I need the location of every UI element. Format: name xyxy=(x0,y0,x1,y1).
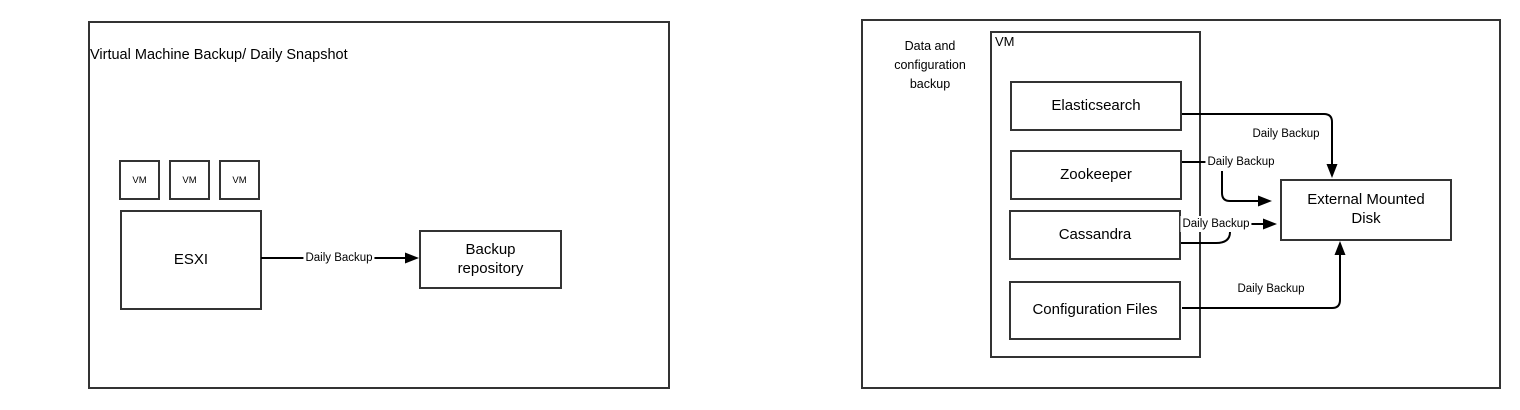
elasticsearch-label: Elasticsearch xyxy=(1051,96,1141,114)
vm-node-3: VM xyxy=(219,160,260,200)
vm-container-label: VM xyxy=(995,34,1015,49)
esxi-node-label: ESXI xyxy=(173,250,209,268)
zookeeper-node: Zookeeper xyxy=(1010,150,1182,200)
cassandra-label: Cassandra xyxy=(1058,225,1132,243)
edge-label-cassandra-backup: Daily Backup xyxy=(1180,216,1252,232)
backup-repository-label: Backup repository xyxy=(457,240,524,277)
elasticsearch-node: Elasticsearch xyxy=(1010,81,1182,131)
vm-node-1: VM xyxy=(119,160,160,200)
esxi-node: ESXI xyxy=(120,210,262,310)
right-panel-caption: Data and configuration backup xyxy=(894,39,966,91)
configuration-files-node: Configuration Files xyxy=(1009,281,1181,340)
edge-label-configfiles-backup: Daily Backup xyxy=(1237,283,1305,295)
vm-node-3-label: VM xyxy=(232,174,247,186)
cassandra-node: Cassandra xyxy=(1009,210,1181,260)
vm-node-2: VM xyxy=(169,160,210,200)
zookeeper-label: Zookeeper xyxy=(1060,165,1132,183)
right-panel-frame xyxy=(861,19,1501,389)
external-mounted-disk-label: External Mounted Disk xyxy=(1307,191,1425,227)
vm-node-2-label: VM xyxy=(182,174,197,186)
vm-node-1-label: VM xyxy=(132,174,147,186)
edge-label-elasticsearch-backup: Daily Backup xyxy=(1252,128,1320,140)
configuration-files-label: Configuration Files xyxy=(1032,301,1158,319)
edge-label-esxi-backup: Daily Backup xyxy=(303,250,375,266)
left-panel-title: Virtual Machine Backup/ Daily Snapshot xyxy=(90,47,348,63)
backup-repository-node: Backup repository xyxy=(419,230,562,289)
left-panel-frame xyxy=(88,21,670,389)
external-mounted-disk-node: External Mounted Disk xyxy=(1280,179,1452,241)
edge-label-zookeeper-backup: Daily Backup xyxy=(1205,154,1277,170)
